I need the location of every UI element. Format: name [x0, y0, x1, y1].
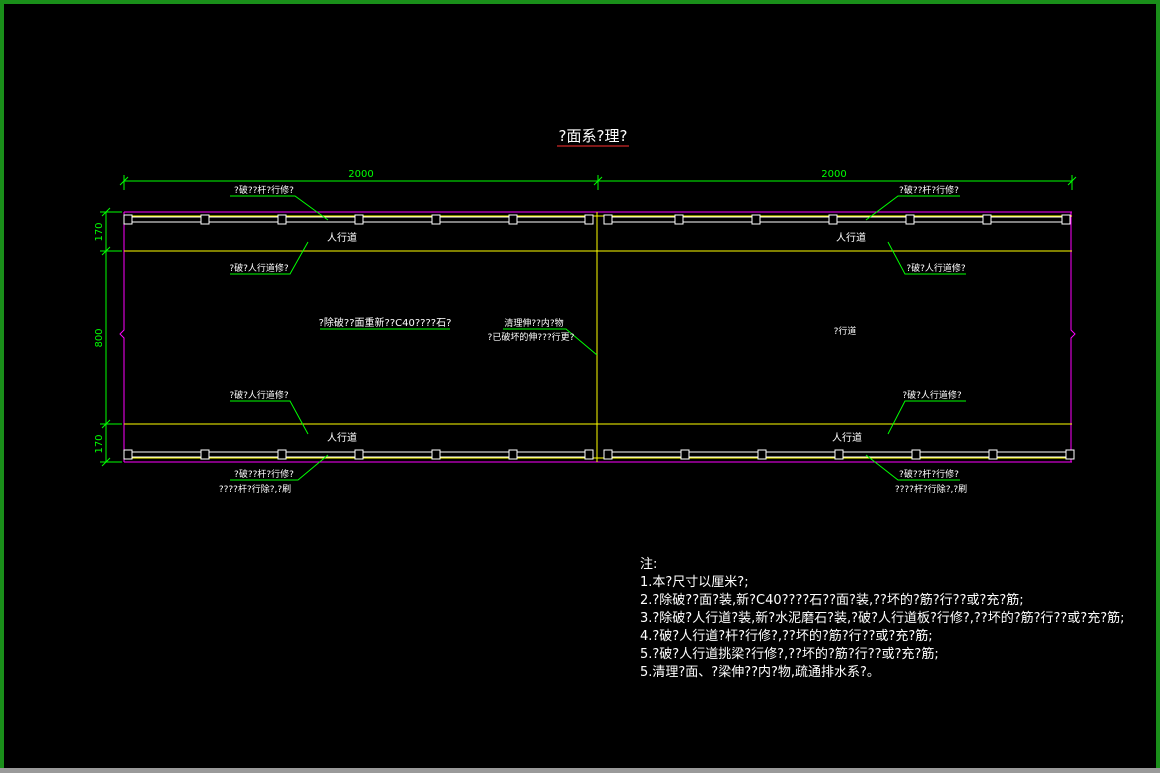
- railing-post: [123, 214, 133, 225]
- dim-bottom-sidewalk: 170: [94, 434, 105, 453]
- label-joint-note-1: 清理伸??内?物: [504, 317, 563, 329]
- note-item-1: 1.本?尺寸以厘米?;: [640, 575, 749, 590]
- railing-post: [431, 214, 441, 225]
- railing-post: [200, 214, 210, 225]
- note-item-2: 2.?除破??面?装,新?C40????石??面?装,??坏的?筋?行??或?充…: [640, 593, 1024, 608]
- label-bottom-right-rail-2: ????杆?行除?,?刷: [895, 483, 967, 495]
- label-top-right-walk: 人行道: [836, 231, 866, 244]
- railing-post: [354, 449, 364, 460]
- label-bottom-left-walk: 人行道: [327, 431, 357, 444]
- railing-post: [508, 449, 518, 460]
- railing-post: [584, 214, 594, 225]
- railing-post: [431, 449, 441, 460]
- leader-lines: [230, 195, 966, 481]
- dim-width-left: 2000: [348, 169, 373, 180]
- label-joint-note-2: ?已破坏的伸???行更?: [488, 331, 575, 343]
- railing-post: [751, 214, 761, 225]
- railing-post: [834, 449, 844, 460]
- status-strip: [0, 768, 1160, 773]
- railings: [123, 214, 1075, 460]
- label-top-left-walk: 人行道: [327, 231, 357, 244]
- label-bottom-left-walk-note: ?破?人行道修?: [229, 389, 289, 401]
- railing-post: [1065, 449, 1075, 460]
- general-notes: 注: 1.本?尺寸以厘米?; 2.?除破??面?装,新?C40????石??面?…: [640, 556, 1140, 682]
- railing-post: [354, 214, 364, 225]
- railing-post: [603, 449, 613, 460]
- railing-post: [680, 449, 690, 460]
- railing-post: [584, 449, 594, 460]
- railing-post: [123, 449, 133, 460]
- note-item-6: 5.清理?面、?梁伸??内?物,疏通排水系?。: [640, 665, 880, 680]
- label-top-left-walk-note: ?破?人行道修?: [229, 262, 289, 274]
- label-roadway: ?行道: [834, 325, 857, 337]
- railing-post: [603, 214, 613, 225]
- label-deck-note: ?除破??面重新??C40????石?: [319, 316, 452, 329]
- railing-post: [905, 214, 915, 225]
- railing-post: [1061, 214, 1071, 225]
- drawing-title: ?面系?理?: [559, 127, 628, 145]
- left-dimension: [100, 207, 122, 467]
- railing-post: [674, 214, 684, 225]
- deck-structure: [124, 212, 1072, 462]
- dim-roadway: 800: [94, 328, 105, 347]
- label-bottom-right-rail-1: ?破??杆?行修?: [899, 468, 959, 480]
- note-item-3: 3.?除破?人行道?装,新?水泥磨石?装,?破?人行道板?行修?,??坏的?筋?…: [640, 611, 1125, 626]
- label-bottom-left-rail-1: ?破??杆?行修?: [234, 468, 294, 480]
- top-dimension: [119, 175, 1077, 190]
- note-item-4: 4.?破?人行道?杆?行修?,??坏的?筋?行??或?充?筋;: [640, 629, 933, 644]
- dim-top-sidewalk: 170: [94, 222, 105, 241]
- railing-post: [911, 449, 921, 460]
- railing-post: [200, 449, 210, 460]
- railing-post: [277, 214, 287, 225]
- note-item-5: 5.?破?人行道挑梁?行修?,??坏的?筋?行??或?充?筋;: [640, 647, 939, 662]
- label-bottom-left-rail-2: ????杆?行除?,?刷: [219, 483, 291, 495]
- railing-post: [277, 449, 287, 460]
- railing-post: [988, 449, 998, 460]
- railing-post: [828, 214, 838, 225]
- notes-heading: 注:: [640, 557, 658, 572]
- label-top-right-rail: ?破??杆?行修?: [899, 184, 959, 196]
- railing-post: [508, 214, 518, 225]
- label-bottom-right-walk-note: ?破?人行道修?: [902, 389, 962, 401]
- deck-outline: [119, 211, 1076, 463]
- label-top-right-walk-note: ?破?人行道修?: [906, 262, 966, 274]
- label-bottom-right-walk: 人行道: [832, 431, 862, 444]
- railing-post: [757, 449, 767, 460]
- railing-post: [982, 214, 992, 225]
- label-top-left-rail: ?破??杆?行修?: [234, 184, 294, 196]
- dim-width-right: 2000: [821, 169, 846, 180]
